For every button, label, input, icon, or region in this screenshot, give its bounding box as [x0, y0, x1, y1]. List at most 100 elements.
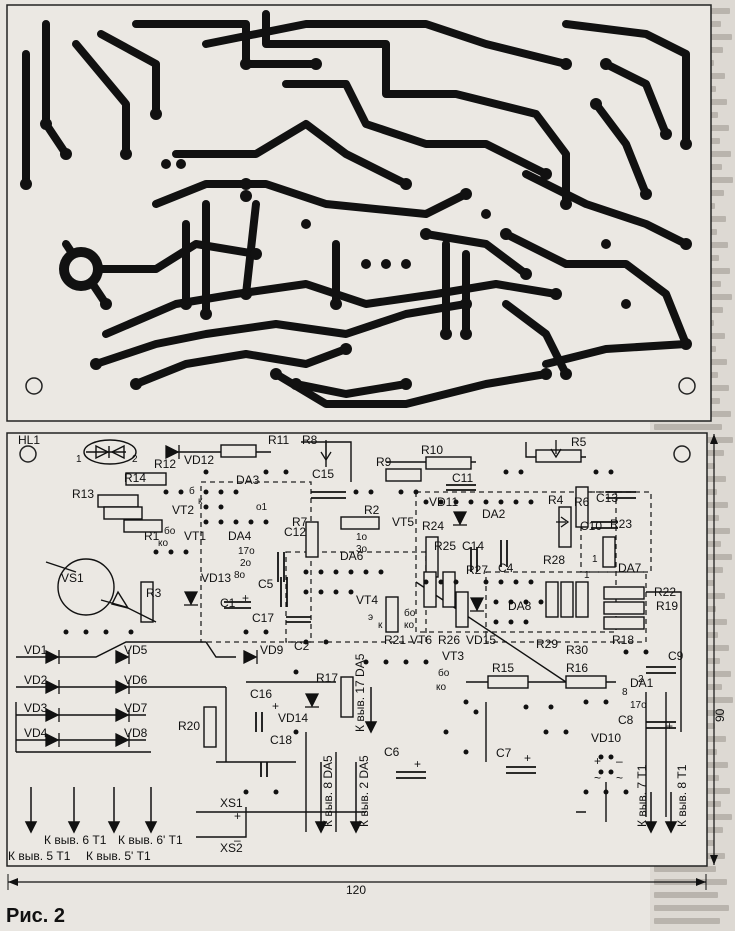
label-r29: R29 — [536, 637, 558, 651]
label-c2: C2 — [294, 639, 310, 653]
label-c17: C17 — [252, 611, 274, 625]
label-r20: R20 — [178, 719, 200, 733]
label-vt4: VT4 — [356, 593, 378, 607]
label-c5: C5 — [258, 577, 274, 591]
label-vd8: VD8 — [124, 726, 148, 740]
pin-mark: 2 — [132, 454, 138, 465]
label-r1: R1 — [144, 529, 160, 543]
pad-dot — [348, 569, 354, 575]
pad-dot — [513, 499, 519, 505]
text-line — [654, 866, 716, 872]
pin-mark: 1 — [76, 454, 82, 465]
pad-dot — [608, 469, 614, 475]
polarity-plus: + — [666, 719, 673, 733]
pad-dot — [493, 599, 499, 605]
label-r11: R11 — [268, 433, 289, 447]
pad-dot — [483, 579, 489, 585]
pad-dot — [453, 579, 459, 585]
conn-t8: К выв. 8 Т1 — [675, 764, 689, 827]
label-c9: C9 — [668, 649, 684, 663]
mounting-hole — [19, 445, 37, 463]
figure-caption: Рис. 2 — [6, 905, 65, 927]
label-r24: R24 — [422, 519, 444, 533]
height-dimension: 90 — [710, 434, 727, 865]
width-dimension: 120 — [7, 874, 707, 897]
conn-t5: К выв. 5 Т1 — [8, 849, 71, 863]
pad-dot — [473, 709, 479, 715]
label-r26: R26 — [438, 633, 460, 647]
pin-mark: э — [368, 612, 373, 623]
pad-dot — [528, 499, 534, 505]
pad-dot — [333, 589, 339, 595]
polarity-tilde: ~ — [594, 771, 601, 785]
pad-dot — [443, 729, 449, 735]
label-vd4: VD4 — [24, 726, 48, 740]
pad-dot — [483, 499, 489, 505]
label-da2: DA2 — [482, 507, 506, 521]
capacitor-symbols — [224, 484, 676, 779]
pad-dot — [523, 704, 529, 710]
pad-dot — [538, 599, 544, 605]
label-r27: R27 — [466, 563, 488, 577]
pad-dot — [423, 579, 429, 585]
pad-dot — [233, 519, 239, 525]
pad-dot — [423, 659, 429, 665]
label-c14: C14 — [462, 539, 484, 553]
label-r22: R22 — [654, 585, 676, 599]
pad-dot — [218, 504, 224, 510]
conn-t6p: К выв. 6' Т1 — [118, 833, 183, 847]
conn-t7: К выв. 7 Т1 — [635, 764, 649, 827]
label-vd13: VD13 — [201, 571, 231, 585]
label-hl1: HL1 — [18, 433, 40, 447]
text-line — [654, 892, 718, 898]
label-vd15: VD15 — [466, 633, 496, 647]
pad-dot — [283, 469, 289, 475]
pad-dot — [103, 629, 109, 635]
pad-dot — [398, 489, 404, 495]
pad-dot — [203, 469, 209, 475]
pad-dot — [323, 639, 329, 645]
label-r12: R12 — [154, 457, 176, 471]
width-value: 120 — [346, 883, 366, 897]
label-vt2: VT2 — [172, 503, 194, 517]
pad-dot — [453, 499, 459, 505]
pad-dot — [383, 659, 389, 665]
resistor-bodies — [97, 444, 645, 748]
label-r8: R8 — [302, 433, 318, 447]
label-vd12: VD12 — [184, 453, 214, 467]
pin-mark: 1 — [592, 554, 598, 565]
label-c12: C12 — [284, 525, 306, 539]
pad-dot — [83, 629, 89, 635]
pin-mark: 1о — [356, 532, 368, 543]
label-r10: R10 — [421, 443, 443, 457]
label-r21: R21 — [384, 633, 406, 647]
pad-dot — [403, 659, 409, 665]
conn-da5-8: К выв. 8 DA5 — [321, 755, 335, 827]
pin-mark: 2о — [240, 558, 252, 569]
pad-dot — [168, 549, 174, 555]
label-vd14: VD14 — [278, 711, 308, 725]
terminal-arrows — [24, 687, 678, 834]
pad-dot — [503, 469, 509, 475]
label-r17: R17 — [316, 671, 338, 685]
pad-dot — [218, 489, 224, 495]
pin-mark: 17о — [630, 700, 647, 711]
label-da1: DA1 — [630, 676, 654, 690]
pad-dot — [523, 599, 529, 605]
label-r25: R25 — [434, 539, 456, 553]
pad-dot — [318, 589, 324, 595]
pin-mark: ко — [436, 682, 446, 693]
pad-dot — [623, 649, 629, 655]
pad-dot — [563, 729, 569, 735]
label-vd3: VD3 — [24, 701, 48, 715]
label-c10: C10 — [580, 519, 602, 533]
polarity-plus: + — [524, 751, 531, 765]
pad-dot — [438, 499, 444, 505]
pin-mark: к — [378, 620, 383, 631]
label-xs1: XS1 — [220, 796, 243, 810]
pin-mark: 8о — [234, 570, 246, 581]
vd10-bridge-dots — [598, 754, 614, 775]
label-r4: R4 — [548, 493, 564, 507]
pad-dot — [508, 599, 514, 605]
